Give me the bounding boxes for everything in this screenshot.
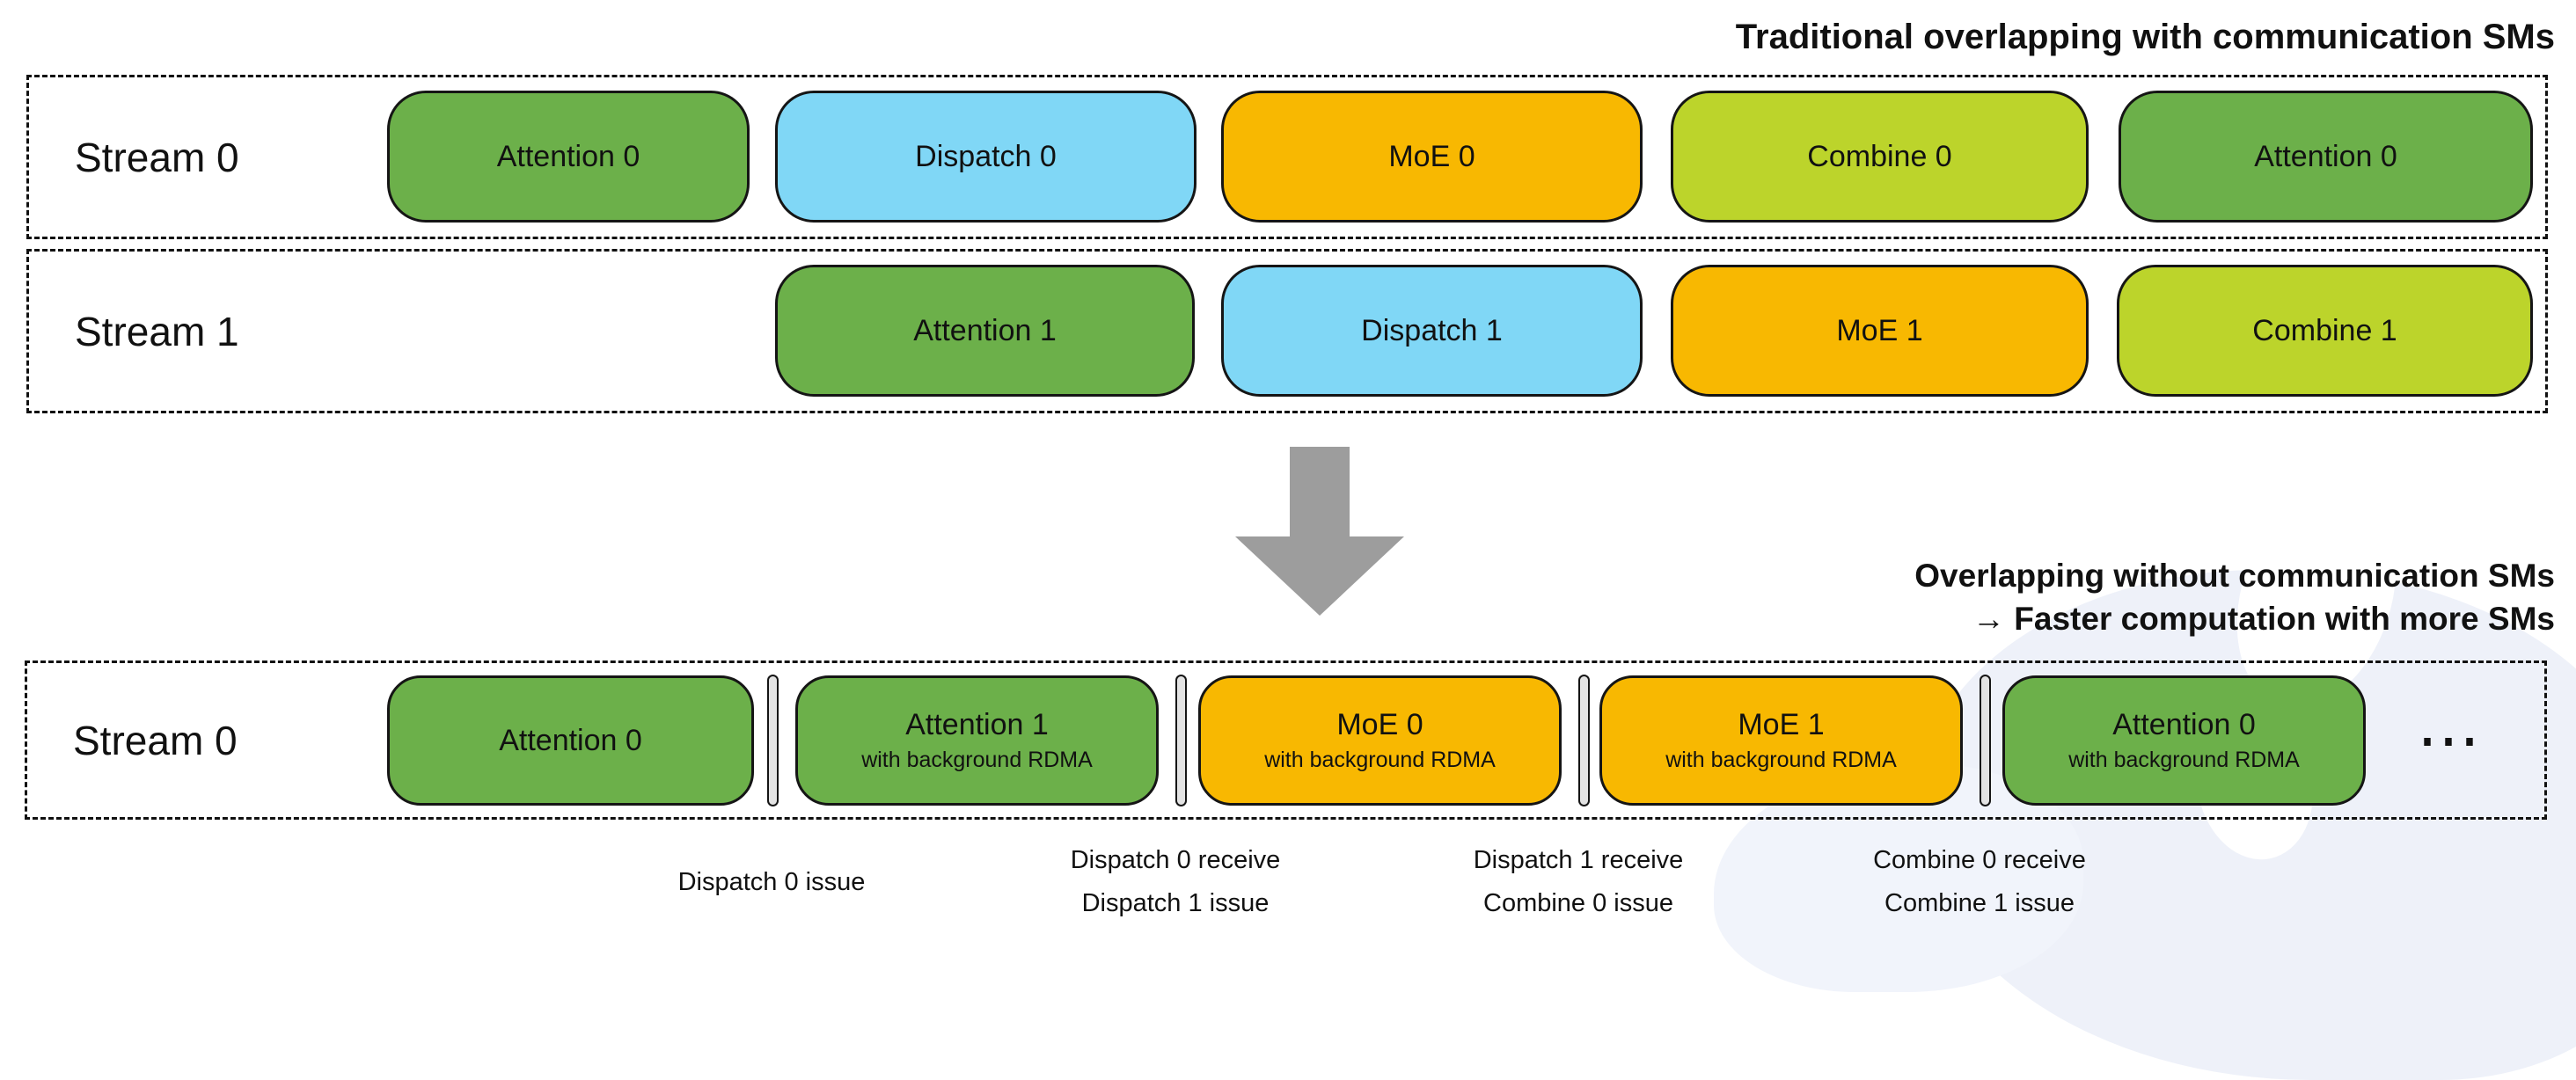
rdma-divider-dispatch0-issue: [767, 675, 779, 806]
block-moe-1-rdma: MoE 1 with background RDMA: [1599, 675, 1963, 806]
block-moe-0: MoE 0: [1221, 91, 1643, 223]
block-attention-0-rdma: Attention 0 with background RDMA: [2002, 675, 2366, 806]
block-combine-0: Combine 0: [1671, 91, 2089, 223]
overlapping-without-sms-title: Overlapping without communication SMs → …: [1914, 554, 2555, 640]
diagram-canvas: Traditional overlapping with communicati…: [25, 18, 2555, 917]
stream0-fused-label: Stream 0: [73, 717, 238, 763]
stream1-traditional-box: Stream 1 Attention 1 Dispatch 1 MoE 1 Co…: [26, 249, 2548, 413]
stream0-traditional-box: Stream 0 Attention 0 Dispatch 0 MoE 0 Co…: [26, 75, 2548, 239]
stream1-label: Stream 1: [75, 308, 239, 354]
block-attention-0-next: Attention 0: [2119, 91, 2533, 223]
block-dispatch-1: Dispatch 1: [1221, 265, 1643, 397]
rdma-divider-dispatch0-receive: [1175, 675, 1187, 806]
label-dispatch1-receive-combine0-issue: Dispatch 1 receive Combine 0 issue: [1473, 846, 1684, 917]
overlapping-without-sms-line2: → Faster computation with more SMs: [1972, 601, 2555, 637]
block-attention-1: Attention 1: [775, 265, 1195, 397]
continuation-ellipsis: ⋯: [2417, 704, 2487, 776]
block-moe-0-rdma: MoE 0 with background RDMA: [1198, 675, 1562, 806]
label-dispatch0-issue: Dispatch 0 issue: [677, 867, 866, 896]
label-combine0-receive-combine1-issue: Combine 0 receive Combine 1 issue: [1873, 846, 2086, 917]
block-attention-0-fused: Attention 0: [387, 675, 754, 806]
label-dispatch0-receive-dispatch1-issue: Dispatch 0 receive Dispatch 1 issue: [1070, 846, 1281, 917]
block-combine-1: Combine 1: [2117, 265, 2533, 397]
block-dispatch-0: Dispatch 0: [775, 91, 1197, 223]
rdma-divider-dispatch1-receive: [1578, 675, 1590, 806]
traditional-overlapping-title: Traditional overlapping with communicati…: [1735, 18, 2555, 56]
block-moe-1: MoE 1: [1671, 265, 2089, 397]
stream0-label: Stream 0: [75, 134, 239, 180]
block-attention-1-rdma: Attention 1 with background RDMA: [795, 675, 1159, 806]
overlapping-without-sms-line1: Overlapping without communication SMs: [1914, 558, 2555, 594]
rdma-divider-combine0-receive: [1980, 675, 1991, 806]
stream0-fused-box: Stream 0 Attention 0 Attention 1 with ba…: [25, 660, 2547, 820]
block-attention-0: Attention 0: [387, 91, 750, 223]
down-arrow-icon: [1235, 447, 1404, 616]
